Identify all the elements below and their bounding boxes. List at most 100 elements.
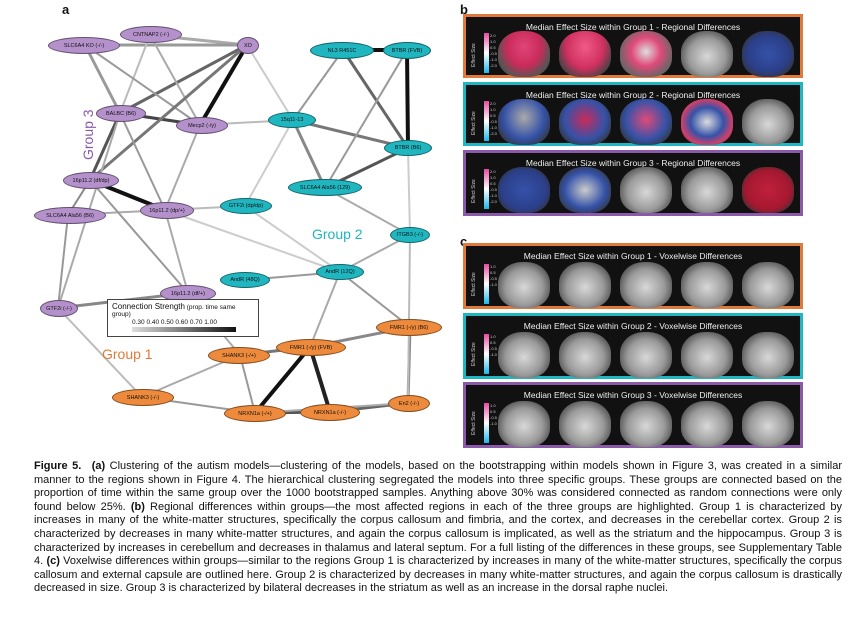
brain-slice — [559, 332, 611, 378]
brain-row — [498, 332, 794, 378]
colorbar — [484, 334, 489, 374]
brain-slice — [498, 31, 550, 77]
brain-slice — [742, 332, 794, 378]
panel-c-group2: Median Effect Size within Group 2 - Voxe… — [463, 313, 803, 379]
colorbar — [484, 101, 489, 141]
node-slc6a4-ko: SLC6A4 KO (-/-) — [48, 37, 120, 54]
brain-slice — [742, 262, 794, 308]
brain-slice — [681, 332, 733, 378]
brain-row — [498, 99, 794, 145]
panel-c2-title: Median Effect Size within Group 2 - Voxe… — [523, 321, 743, 331]
node-fmr1-fvb: FMR1 (-/y) (FVB) — [276, 339, 346, 356]
node-15q11: 15q11-13 — [268, 112, 316, 128]
brain-slice — [742, 31, 794, 77]
node-andr12: AndR (12Q) — [316, 264, 364, 280]
caption-c-text: Voxelwise differences within groups—simi… — [34, 555, 843, 595]
brain-slice — [681, 31, 733, 77]
legend-gradient — [132, 327, 236, 332]
caption-c-label: (c) — [46, 555, 60, 568]
colorbar-label: Effect Size — [471, 111, 477, 135]
brain-slice — [620, 167, 672, 213]
node-gtf2i: GTF2i (-/-) — [40, 300, 78, 317]
panel-letter-a: a — [62, 2, 70, 17]
brain-slice — [742, 99, 794, 145]
node-btbr-b6: BTBR (B6) — [384, 140, 432, 156]
brain-slice — [498, 262, 550, 308]
panel-c3-title: Median Effect Size within Group 3 - Voxe… — [523, 390, 743, 400]
node-xo: XO — [237, 37, 259, 54]
brain-slice — [620, 31, 672, 77]
brain-slice — [498, 167, 550, 213]
panel-letter-c: c — [460, 234, 468, 249]
colorbar — [484, 169, 489, 209]
node-cntnap2: CNTNAP2 (-/-) — [120, 26, 182, 43]
brain-slice — [681, 167, 733, 213]
brain-slice — [559, 401, 611, 447]
colorbar-label: Effect Size — [471, 179, 477, 203]
node-shank3-het: SHANK3 (-/+) — [208, 347, 270, 364]
legend-ticks: 0.30 0.40 0.50 0.60 0.70 1.00 — [132, 319, 217, 326]
panel-c-group3: Median Effect Size within Group 3 - Voxe… — [463, 382, 803, 448]
colorbar — [484, 264, 489, 304]
brain-row — [498, 31, 794, 77]
brain-slice — [559, 262, 611, 308]
node-16p-dp: 16p11.2 (dp/+) — [140, 202, 194, 219]
brain-slice — [498, 401, 550, 447]
figure-caption: Figure 5. (a) Clustering of the autism m… — [34, 460, 842, 596]
connection-strength-legend: Connection Strength (prop. time same gro… — [107, 299, 259, 337]
node-andr48: AndR (48Q) — [220, 272, 270, 288]
node-btbr-fvb: BTBR (FVB) — [383, 42, 431, 59]
brain-slice — [742, 167, 794, 213]
node-nrxn1a-ko: NRXN1a (-/-) — [300, 404, 360, 421]
node-fmr1-b6: FMR1 (-/y) (B6) — [376, 319, 442, 336]
caption-a-label: (a) — [91, 460, 106, 472]
brain-slice — [742, 401, 794, 447]
colorbar-label: Effect Size — [471, 411, 477, 435]
colorbar — [484, 403, 489, 443]
colorbar-label: Effect Size — [471, 43, 477, 67]
colorbar-label: Effect Size — [471, 272, 477, 296]
panel-c-group1: Median Effect Size within Group 1 - Voxe… — [463, 243, 803, 309]
group2-label: Group 2 — [312, 226, 363, 242]
brain-slice — [620, 332, 672, 378]
network-edges — [56, 33, 412, 415]
node-nl3: NL3 R451C — [310, 42, 374, 59]
panel-b-group2: Median Effect Size within Group 2 - Regi… — [463, 82, 803, 146]
node-mecp2: Mecp2 (-/y) — [176, 117, 228, 134]
group1-label: Group 1 — [102, 346, 153, 362]
brain-slice — [559, 167, 611, 213]
brain-slice — [559, 31, 611, 77]
colorbar — [484, 33, 489, 73]
brain-slice — [498, 332, 550, 378]
node-gtf2i-dpdp: GTF2i (dp/dp) — [220, 198, 272, 214]
panel-b-group1: Median Effect Size within Group 1 - Regi… — [463, 14, 803, 78]
brain-slice — [681, 99, 733, 145]
node-slc6a4-ala56-129: SLC6A4 Ala56 (129) — [288, 179, 362, 196]
caption-a-text: Clustering of the autism models—clusteri… — [34, 460, 843, 513]
caption-b-label: (b) — [130, 500, 145, 513]
panel-c1-title: Median Effect Size within Group 1 - Voxe… — [523, 251, 743, 261]
brain-slice — [620, 262, 672, 308]
node-balbc: BALBC (B6) — [96, 105, 146, 122]
panel-b2-title: Median Effect Size within Group 2 - Regi… — [525, 90, 741, 100]
panel-letter-b: b — [460, 2, 468, 17]
brain-slice — [498, 99, 550, 145]
node-shank3-ko: SHANK3 (-/-) — [112, 389, 174, 406]
node-itgb3: ITGB3 (-/-) — [390, 227, 430, 243]
node-en2: En2 (-/-) — [388, 395, 430, 412]
caption-b-text: Regional differences within groups—the m… — [34, 500, 843, 568]
node-slc6a4-ala56-b6: SLC6A4 Ala56 (B6) — [34, 207, 106, 224]
brain-slice — [681, 401, 733, 447]
legend-title: Connection Strength — [112, 302, 185, 311]
brain-slice — [559, 99, 611, 145]
node-nrxn1a-het: NRXN1a (-/+) — [224, 405, 286, 422]
caption-label: Figure 5. — [34, 460, 82, 472]
cluster-network-graph: CNTNAP2 (-/-) SLC6A4 KO (-/-) XO BALBC (… — [34, 10, 460, 440]
brain-row — [498, 401, 794, 447]
node-16p-dfdp: 16p11.2 (df/dp) — [63, 172, 119, 189]
